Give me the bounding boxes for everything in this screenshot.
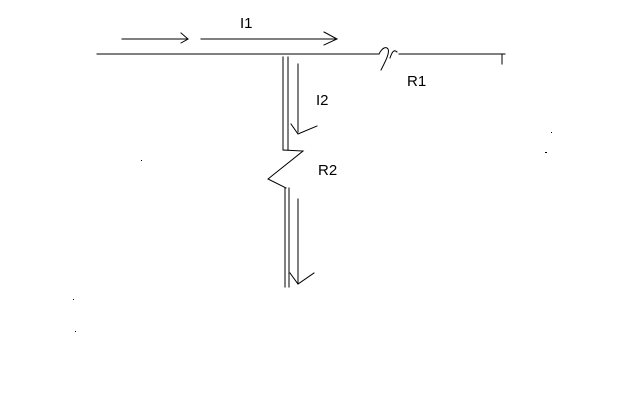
current-arrow-left	[121, 32, 189, 44]
current-arrow-i2	[290, 63, 318, 135]
stray-speck	[545, 152, 547, 153]
label-r2: R2	[318, 162, 337, 179]
resistor-r1-symbol	[378, 47, 398, 71]
label-i2: I2	[316, 92, 329, 109]
resistor-r2-symbol	[267, 149, 305, 189]
stray-speck	[75, 331, 76, 332]
stray-speck	[141, 160, 142, 161]
label-i1: I1	[240, 15, 253, 32]
stray-speck	[73, 299, 74, 300]
stray-speck	[551, 132, 552, 133]
current-arrow-lower	[289, 198, 315, 285]
current-arrow-i1	[200, 31, 339, 46]
label-r1: R1	[407, 73, 426, 90]
